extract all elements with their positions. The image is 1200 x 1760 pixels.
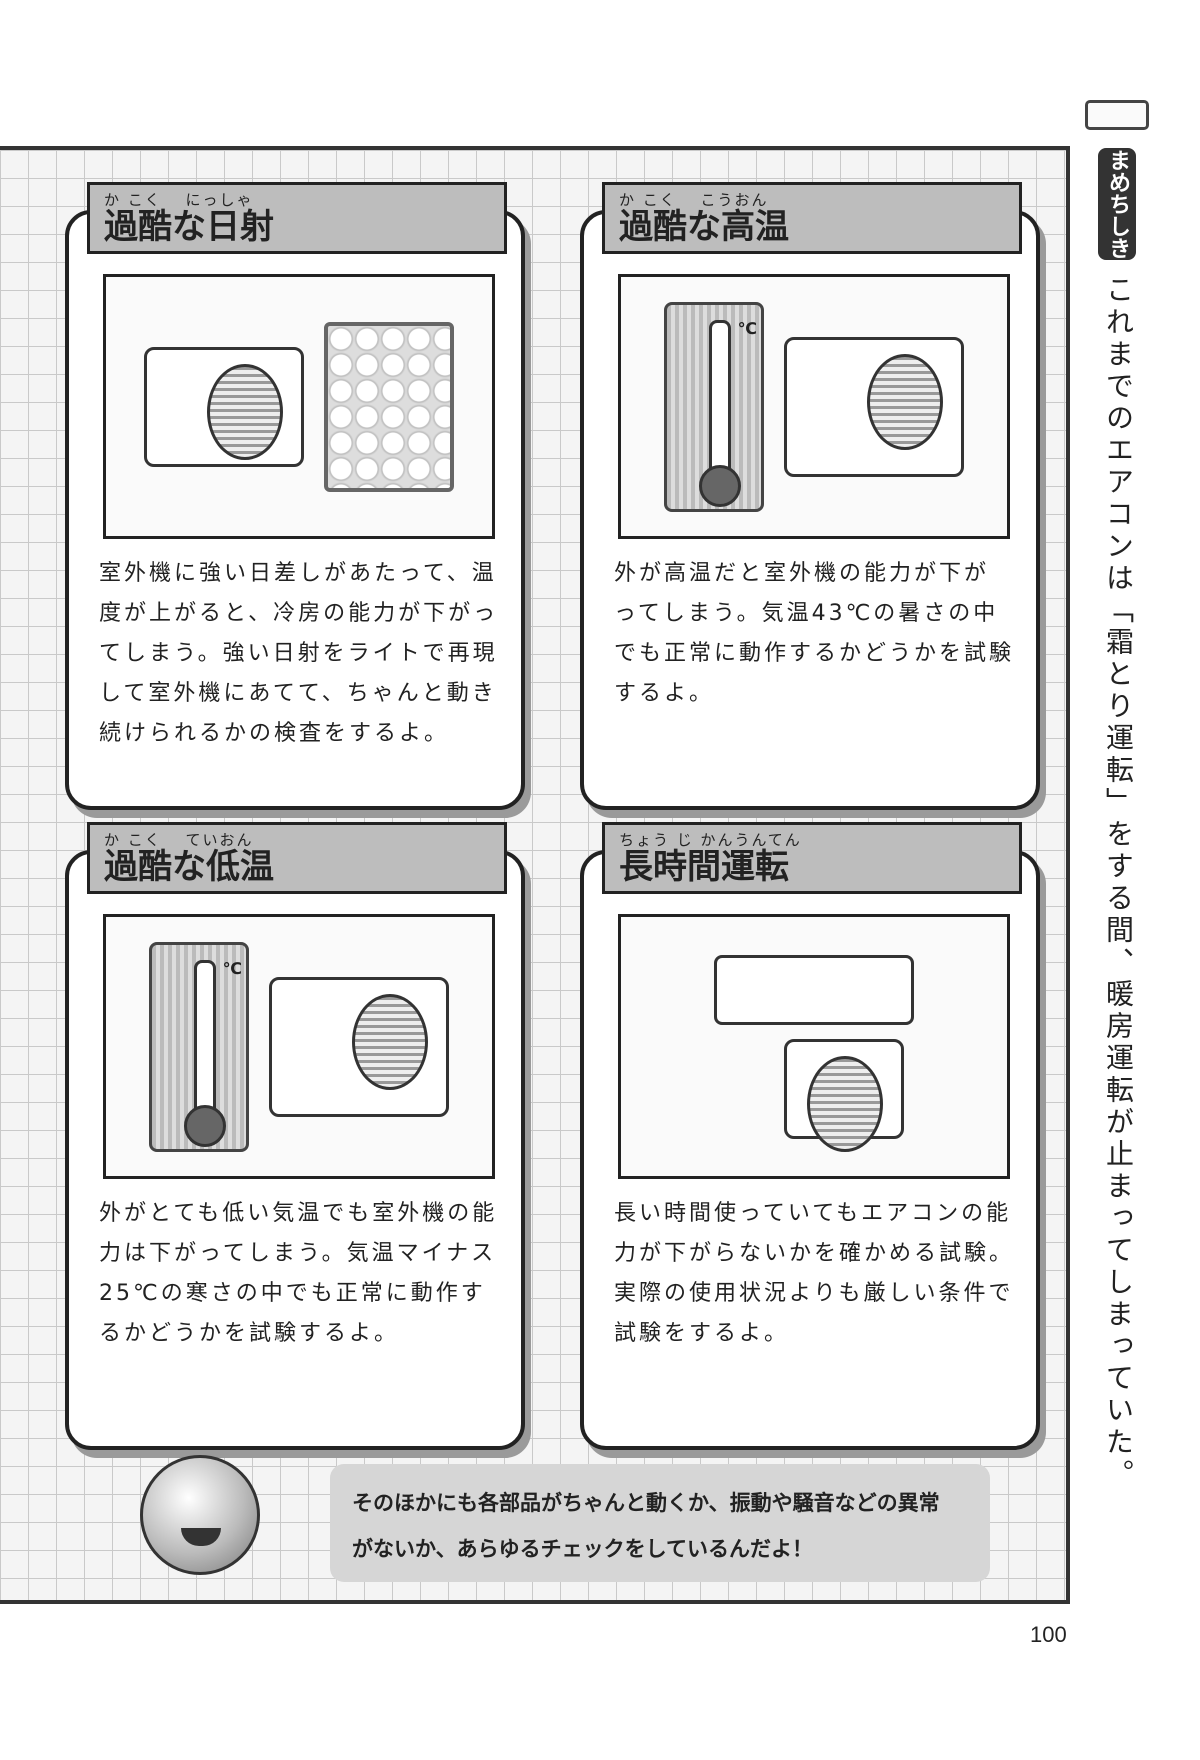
card-body: 外がとても低い気温でも室外機の能力は下がってしまう。気温マイナス25℃の寒さの中… — [99, 1201, 498, 1346]
card-title: ちょう じ かんうんてん長時間運転 — [602, 822, 1022, 894]
sidebar-note: これまでのエアコンは「霜とり運転」をする間、暖房運転が止まってしまっていた。 — [1102, 275, 1135, 1491]
card-solar: か こく にっしゃ過酷な日射 室外機に強い日差しがあたって、温度が上がると、冷房… — [65, 182, 525, 810]
bubble-line: がないか、あらゆるチェックをしているんだよ！ — [352, 1537, 813, 1561]
title-text: 過酷な低温 — [104, 847, 274, 887]
card-body: 外が高温だと室外機の能力が下がってしまう。気温43℃の暑さの中でも正常に動作する… — [614, 561, 1015, 706]
bubble-line: そのほかにも各部品がちゃんと動くか、振動や騒音などの異常 — [352, 1491, 940, 1515]
celsius-label: ℃ — [222, 958, 242, 978]
title-text: 長時間運転 — [619, 847, 789, 887]
card-body: 室外機に強い日差しがあたって、温度が上がると、冷房の能力が下がってしまう。強い日… — [99, 561, 499, 746]
card-body: 長い時間使っていてもエアコンの能力が下がらないかを確かめる試験。実際の使用状況よ… — [614, 1201, 1015, 1346]
card-long-run: ちょう じ かんうんてん長時間運転 長い時間使っていてもエアコンの能力が下がらな… — [580, 822, 1040, 1450]
outdoor-unit-icon — [784, 336, 964, 477]
outdoor-unit-icon — [269, 976, 449, 1117]
outdoor-unit-icon — [784, 1038, 904, 1152]
outdoor-unit-icon — [144, 346, 304, 467]
solar-illustration — [103, 274, 495, 539]
title-ruby: か こく ていおん — [104, 831, 254, 849]
thermometer-icon: ℃ — [664, 301, 764, 512]
card-high-temp: か こく こうおん過酷な高温 ℃ 外が高温だと室外機の能力が下がってしまう。気温… — [580, 182, 1040, 810]
card-title: か こく ていおん過酷な低温 — [87, 822, 507, 894]
mascot-ball — [140, 1455, 260, 1575]
title-ruby: か こく にっしゃ — [104, 191, 254, 209]
lamp-panel-icon — [324, 321, 454, 492]
title-ruby: か こく こうおん — [619, 191, 769, 209]
page-number: 100 — [1030, 1622, 1067, 1647]
celsius-label: ℃ — [737, 318, 757, 338]
card-title: か こく にっしゃ過酷な日射 — [87, 182, 507, 254]
speech-bubble: そのほかにも各部品がちゃんと動くか、振動や騒音などの異常 がないか、あらゆるチェ… — [330, 1464, 990, 1582]
card-low-temp: か こく ていおん過酷な低温 ℃ 外がとても低い気温でも室外機の能力は下がってし… — [65, 822, 525, 1450]
air-conditioner-icon — [1085, 100, 1149, 130]
mamechishiki-tag: まめちしき — [1098, 148, 1136, 260]
title-ruby: ちょう じ かんうんてん — [619, 831, 802, 849]
title-text: 過酷な日射 — [104, 207, 274, 247]
thermometer-icon: ℃ — [149, 941, 249, 1152]
long-run-illustration — [618, 914, 1010, 1179]
high-temp-illustration: ℃ — [618, 274, 1010, 539]
grid-frame: か こく にっしゃ過酷な日射 室外機に強い日差しがあたって、温度が上がると、冷房… — [0, 146, 1070, 1604]
low-temp-illustration: ℃ — [103, 914, 495, 1179]
card-title: か こく こうおん過酷な高温 — [602, 182, 1022, 254]
indoor-unit-icon — [714, 954, 914, 1025]
title-text: 過酷な高温 — [619, 207, 789, 247]
